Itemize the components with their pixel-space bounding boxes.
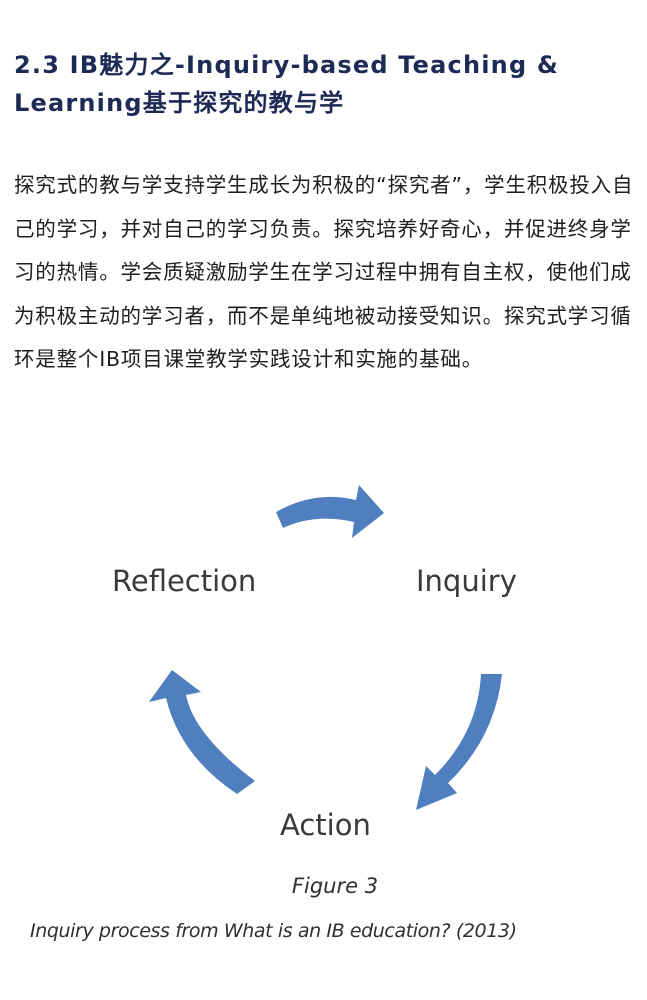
inquiry-label: Inquiry xyxy=(416,564,517,598)
reflection-label: Reflection xyxy=(112,564,257,598)
inquiry-cycle-figure: Reflection Inquiry Action Figure 3 Inqui… xyxy=(30,470,640,960)
cycle-diagram xyxy=(149,485,502,810)
inquiry-to-action-arrow xyxy=(416,674,502,810)
figure-number: Figure 3 xyxy=(291,874,379,898)
action-to-reflection-arrow xyxy=(149,670,255,794)
action-label: Action xyxy=(280,808,371,842)
reflection-to-inquiry-arrow xyxy=(276,485,384,538)
section-heading: 2.3 IB魅力之-Inquiry-based Teaching & Learn… xyxy=(14,51,560,117)
figure-caption: Inquiry process from What is an IB educa… xyxy=(30,920,517,942)
body-paragraph: 探究式的教与学支持学生成长为积极的“探究者”，学生积极投入自己的学习，并对自己的… xyxy=(14,173,634,371)
